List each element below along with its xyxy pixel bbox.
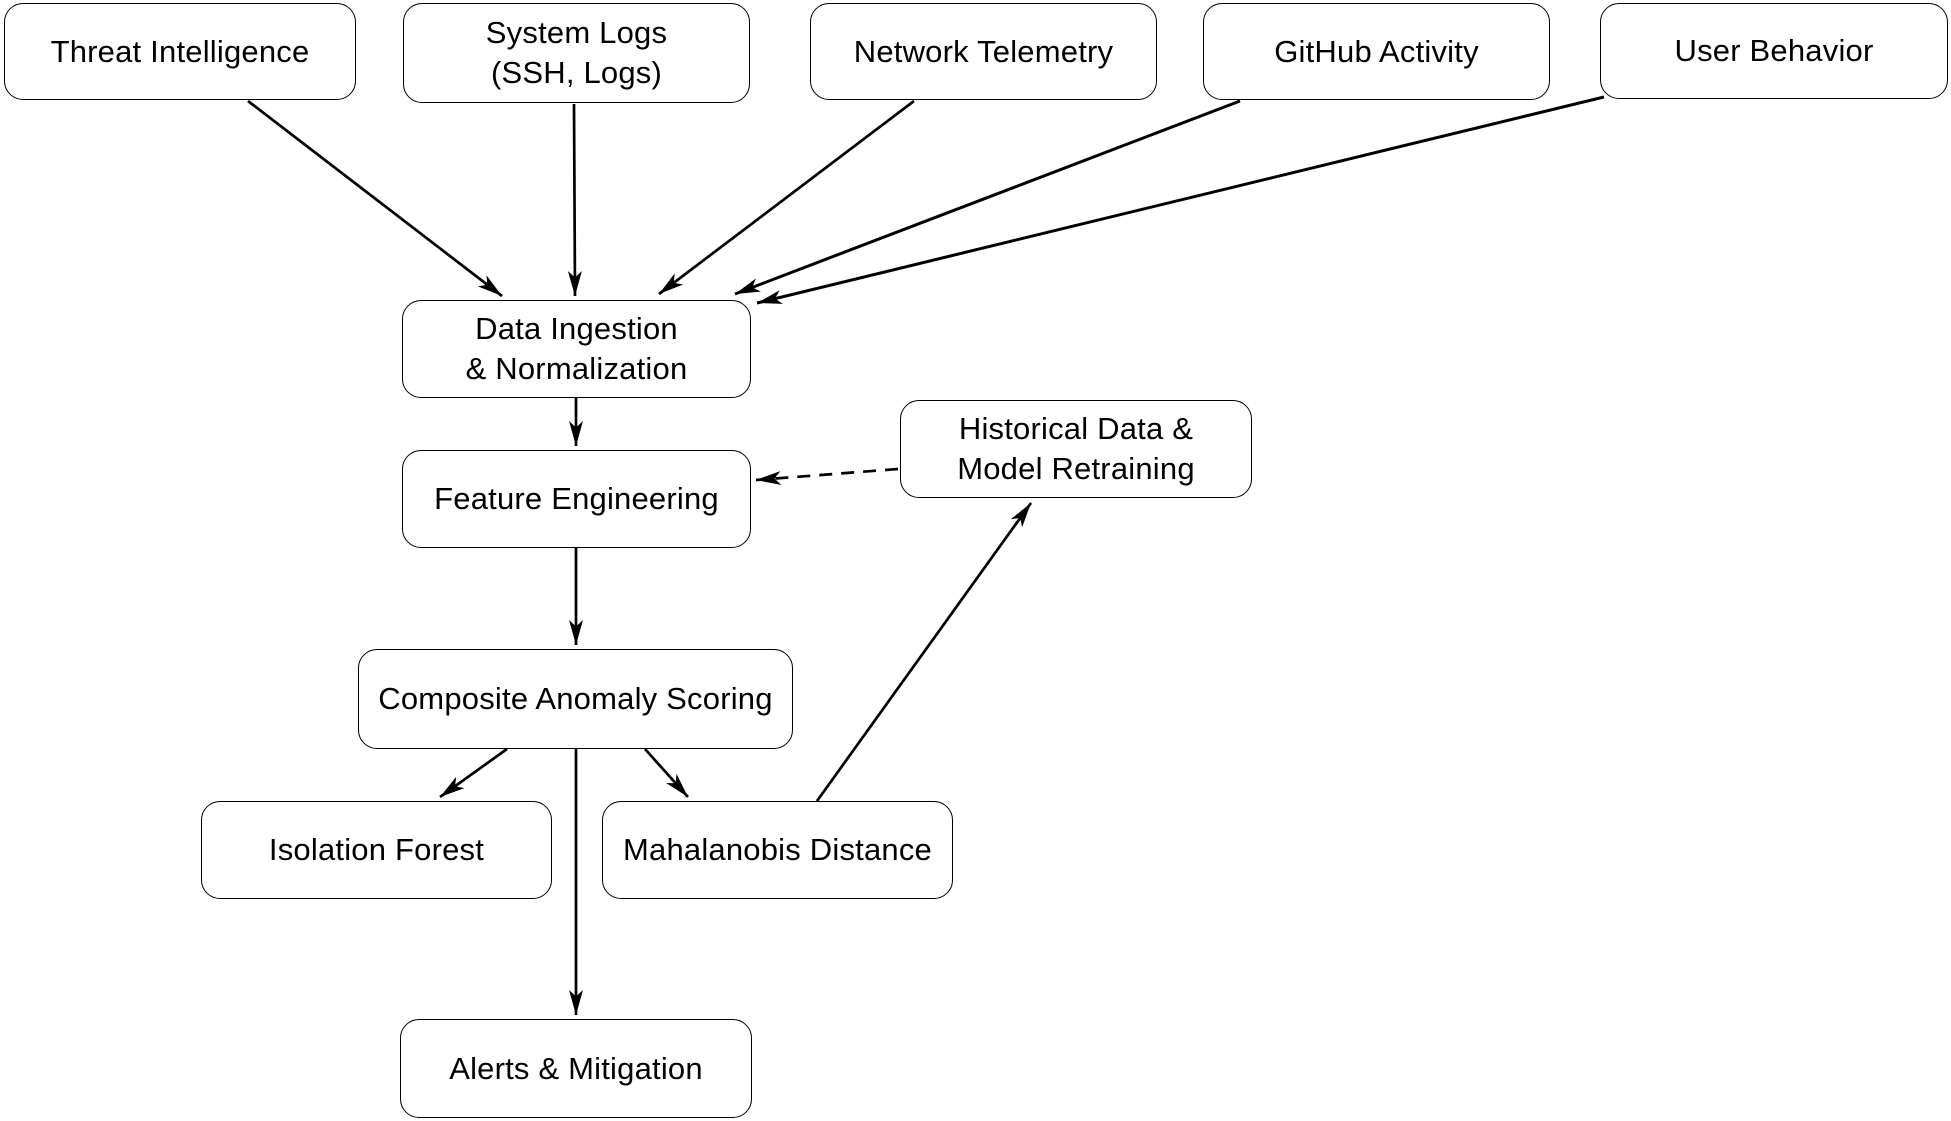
node-label: Isolation Forest xyxy=(268,832,485,867)
node-label: Network Telemetry xyxy=(853,33,1114,69)
node-user-behavior: User Behavior xyxy=(1600,3,1948,99)
node-label: Composite Anomaly Scoring xyxy=(378,681,773,716)
node-label: GitHub Activity xyxy=(1274,33,1479,69)
node-system-logs: System Logs (SSH, Logs) xyxy=(403,3,750,103)
node-label: Threat Intelligence xyxy=(50,33,310,69)
edge-system-logs-to-data-ingestion xyxy=(567,103,582,297)
edge-github-activity-to-data-ingestion xyxy=(734,99,1241,296)
node-isolation-forest: Isolation Forest xyxy=(201,801,552,899)
edge-threat-intelligence-to-data-ingestion xyxy=(247,99,503,298)
edge-mahalanobis-distance-to-historical-retraining xyxy=(815,502,1033,802)
node-alerts-mitigation: Alerts & Mitigation xyxy=(400,1019,752,1118)
node-label: Feature Engineering xyxy=(434,481,719,516)
node-label: User Behavior xyxy=(1674,33,1874,68)
node-label: Alerts & Mitigation xyxy=(449,1050,703,1086)
node-mahalanobis-distance: Mahalanobis Distance xyxy=(602,801,953,899)
node-network-telemetry: Network Telemetry xyxy=(810,3,1157,100)
node-historical-retraining: Historical Data & Model Retraining xyxy=(900,400,1252,498)
node-label: Historical Data & Model Retraining xyxy=(957,411,1195,486)
node-data-ingestion: Data Ingestion & Normalization xyxy=(402,300,751,398)
edge-user-behavior-to-data-ingestion xyxy=(756,95,1605,305)
node-feature-engineering: Feature Engineering xyxy=(402,450,751,548)
edge-composite-scoring-to-isolation-forest xyxy=(439,747,508,799)
node-composite-scoring: Composite Anomaly Scoring xyxy=(358,649,793,749)
edge-composite-scoring-to-mahalanobis-distance xyxy=(643,748,690,798)
node-github-activity: GitHub Activity xyxy=(1203,3,1550,100)
node-label: System Logs (SSH, Logs) xyxy=(485,15,668,90)
edge-historical-retraining-to-feature-engineering xyxy=(755,467,899,486)
edge-network-telemetry-to-data-ingestion xyxy=(658,99,915,296)
node-threat-intelligence: Threat Intelligence xyxy=(4,3,356,100)
node-label: Mahalanobis Distance xyxy=(622,832,932,867)
node-label: Data Ingestion & Normalization xyxy=(465,311,688,386)
